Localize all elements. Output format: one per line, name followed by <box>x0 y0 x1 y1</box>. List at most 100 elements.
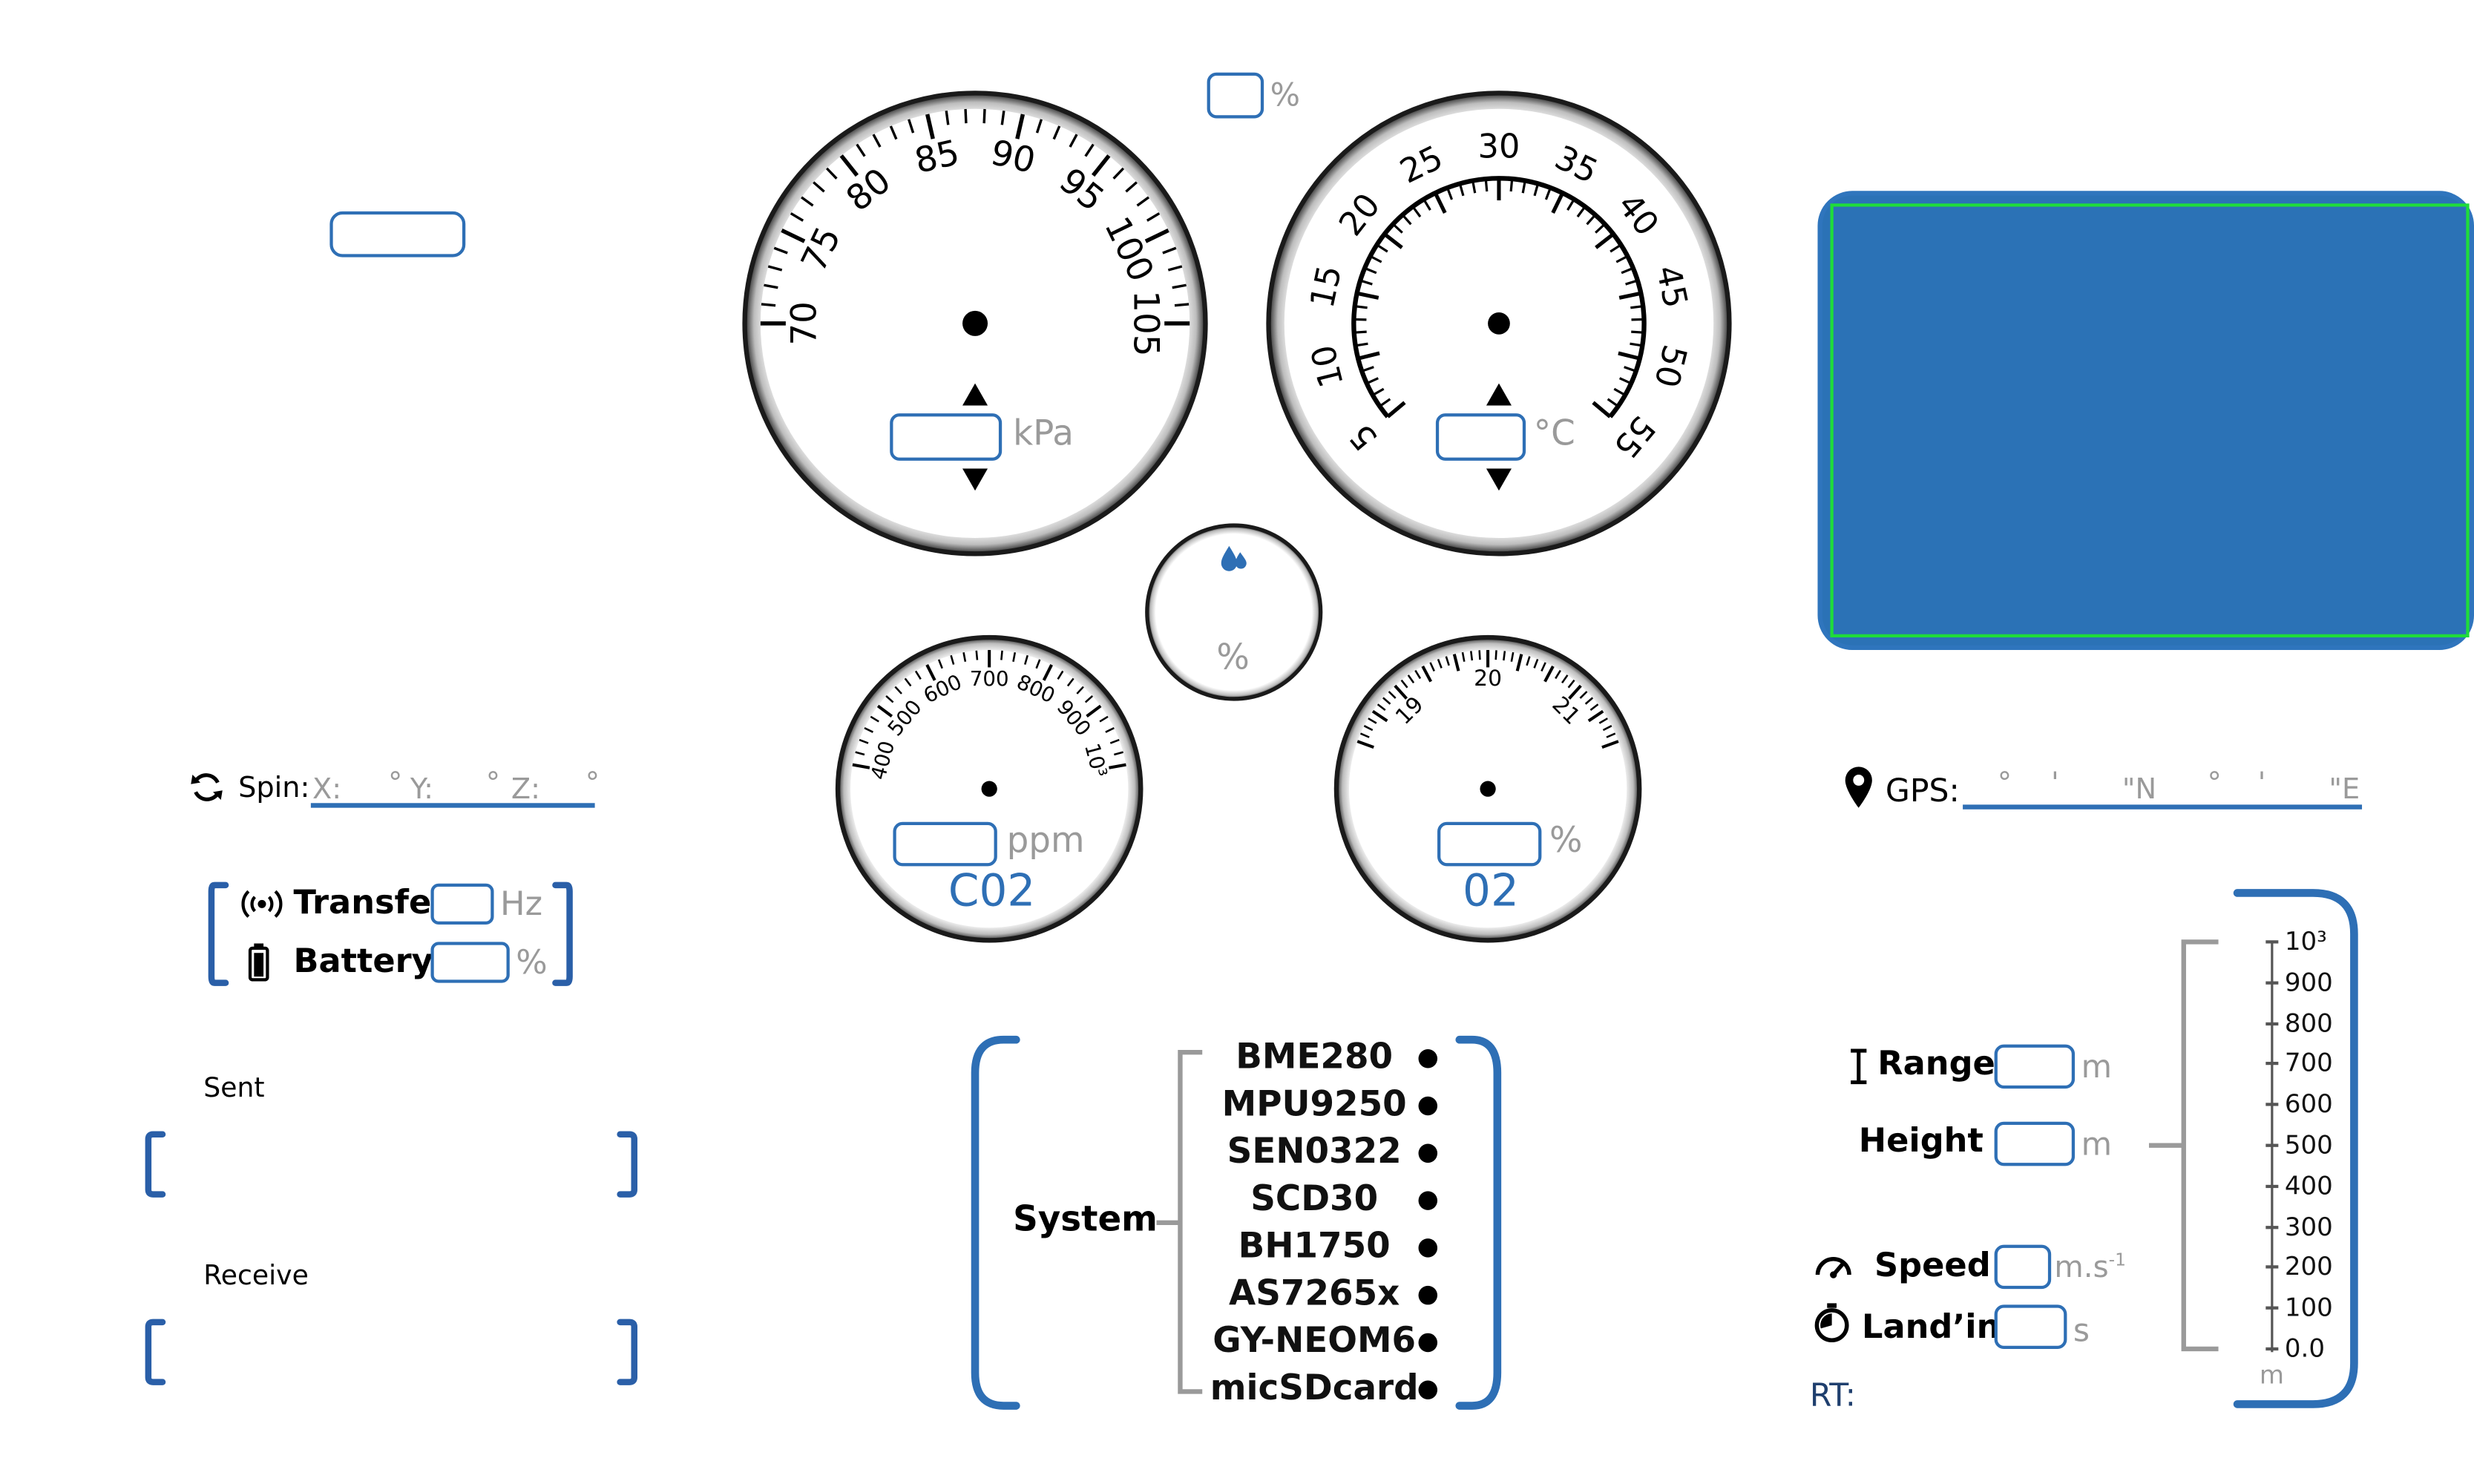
gauge-tick-label: 10 <box>1304 341 1351 392</box>
major-tick <box>1618 291 1641 300</box>
status-value-field[interactable] <box>329 211 466 257</box>
gps-lon-min: ' <box>2257 766 2266 801</box>
altitude-tick <box>2265 1225 2279 1229</box>
minor-tick <box>1437 658 1443 669</box>
major-tick <box>1144 228 1169 243</box>
minor-tick <box>856 143 866 157</box>
minor-tick <box>1000 650 1003 660</box>
altitude-tick <box>2265 981 2279 985</box>
spin-x-deg: ° <box>388 766 403 801</box>
minor-tick <box>945 111 950 125</box>
major-tick <box>876 704 893 718</box>
system-status-dot <box>1418 1333 1438 1353</box>
transfer-label: Transfer <box>293 883 448 922</box>
o2-title: 02 <box>1463 864 1519 917</box>
temperature-tick-marks <box>1354 178 1644 418</box>
triangle-up-icon[interactable] <box>962 383 988 406</box>
minor-tick <box>1366 377 1379 385</box>
major-tick <box>1595 232 1615 249</box>
altitude-scale-label: 10³ <box>2284 926 2327 956</box>
altitude-scale-label: 400 <box>2284 1170 2333 1201</box>
minor-tick <box>1069 134 1078 148</box>
minor-tick <box>1503 651 1506 661</box>
system-status-dot <box>1418 1096 1438 1116</box>
gauge-tick-label: 20 <box>1474 666 1502 692</box>
minor-tick <box>1414 669 1422 680</box>
major-tick <box>839 154 859 177</box>
minor-tick <box>1615 255 1629 263</box>
altitude-tick <box>2265 940 2279 944</box>
minor-tick <box>1401 214 1412 226</box>
landing-value-field[interactable] <box>1994 1304 2067 1349</box>
triangle-down-icon[interactable] <box>1486 468 1512 491</box>
minor-tick <box>1388 691 1397 699</box>
pressure-value-field[interactable] <box>890 413 1003 461</box>
major-tick <box>1587 709 1604 723</box>
major-tick <box>1421 665 1433 683</box>
temperature-value-field[interactable] <box>1435 413 1526 461</box>
major-tick <box>1109 763 1126 769</box>
minor-tick <box>1369 255 1382 263</box>
minor-tick <box>1613 387 1626 396</box>
minor-tick <box>790 212 804 222</box>
minor-tick <box>962 652 967 663</box>
battery-icon <box>248 943 269 982</box>
minor-tick <box>1146 212 1161 222</box>
system-item-micsdcard: micSDcard <box>1210 1369 1419 1409</box>
altitude-unit: m <box>2259 1359 2284 1391</box>
system-status-dot <box>1418 1238 1438 1258</box>
major-tick <box>925 664 936 681</box>
altitude-tick <box>2265 1184 2279 1188</box>
landing-unit: s <box>2073 1310 2090 1349</box>
minor-tick <box>1470 651 1474 661</box>
triangle-up-icon[interactable] <box>1486 383 1512 406</box>
height-value-field[interactable] <box>1994 1121 2076 1166</box>
minor-tick <box>1359 732 1370 738</box>
major-tick <box>1568 684 1582 700</box>
battery-value-field[interactable] <box>430 942 510 983</box>
spin-y-label: Y: <box>410 772 434 807</box>
percent-field[interactable] <box>1207 72 1264 119</box>
gps-lat-min: ' <box>2051 766 2059 801</box>
range-value-field[interactable] <box>1994 1044 2076 1089</box>
minor-tick <box>1125 181 1138 193</box>
transfer-value-field[interactable] <box>430 883 494 925</box>
minor-tick <box>964 108 968 124</box>
temperature-hub <box>1488 312 1510 335</box>
rotate-icon <box>191 773 223 801</box>
temperature-unit: °C <box>1533 415 1575 455</box>
receive-bracket-right <box>617 1319 638 1385</box>
minor-tick <box>1446 187 1454 200</box>
minor-tick <box>1624 366 1637 372</box>
co2-tick-marks <box>852 650 1126 769</box>
minor-tick <box>1162 246 1177 255</box>
major-tick <box>1371 709 1388 723</box>
system-status-dot <box>1418 1191 1438 1210</box>
major-tick <box>1601 740 1619 749</box>
gauge-tick-label: 85 <box>911 133 963 182</box>
major-tick <box>1357 351 1380 361</box>
minor-tick <box>1372 387 1385 396</box>
altitude-scale-label: 100 <box>2284 1292 2333 1323</box>
triangle-down-icon[interactable] <box>962 468 988 491</box>
minor-tick <box>1586 214 1597 226</box>
height-label: Height <box>1858 1121 1984 1160</box>
rt-label: RT: <box>1809 1376 1856 1414</box>
minor-tick <box>825 167 838 180</box>
minor-tick <box>764 283 778 289</box>
major-tick <box>781 228 806 243</box>
battery-label: Battery <box>293 942 433 980</box>
minor-tick <box>1494 650 1497 660</box>
minor-tick <box>870 715 879 723</box>
sent-bracket-right <box>617 1131 638 1198</box>
co2-value-field[interactable] <box>893 821 997 867</box>
major-tick <box>1383 232 1403 249</box>
minor-tick <box>1024 654 1028 665</box>
major-tick <box>1618 351 1641 361</box>
minor-tick <box>1112 167 1125 180</box>
co2-hub <box>981 781 997 797</box>
map-panel[interactable] <box>1817 191 2474 651</box>
o2-value-field[interactable] <box>1437 821 1542 867</box>
speed-value-field[interactable] <box>1994 1244 2052 1290</box>
altitude-scale-label: 700 <box>2284 1048 2333 1079</box>
